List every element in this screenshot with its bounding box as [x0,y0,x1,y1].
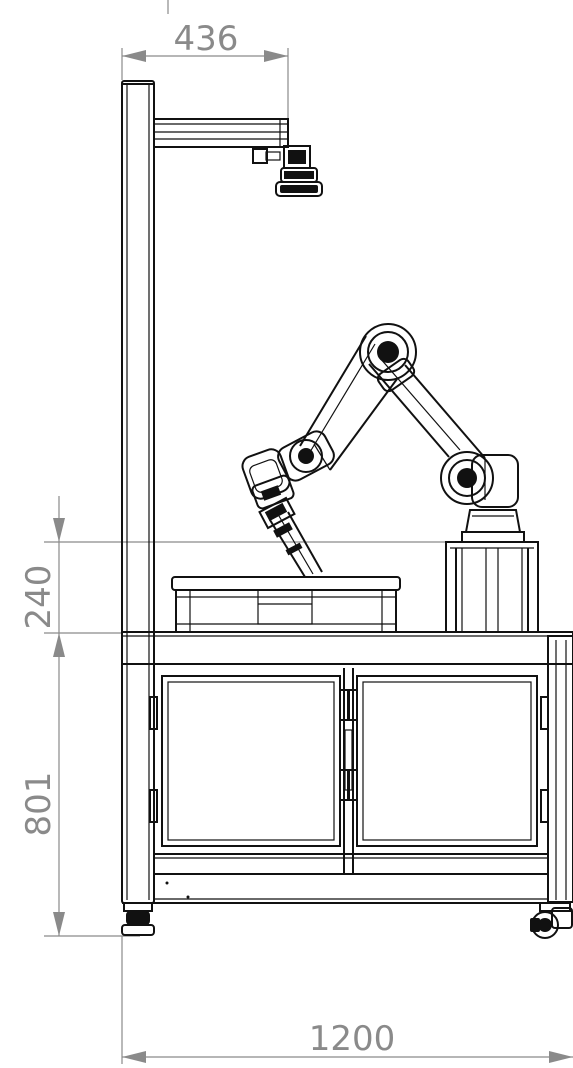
end-effector [258,496,323,578]
wrist-joint-1 [277,430,335,482]
dimension-240: 240 [19,496,450,657]
shoulder-joint [440,451,519,508]
dimension-801-label: 801 [19,772,59,837]
dimension-801: 801 [19,633,140,937]
elbow-joint [359,323,417,393]
cabinet-door-left [149,675,341,847]
cabinet-center-hinge [339,668,358,874]
robot-pedestal [445,541,539,633]
overhead-camera [252,145,323,197]
caster-left [121,902,155,936]
cabinet [122,635,573,904]
dimension-1200: 1200 [121,936,573,1064]
table-top [121,631,573,903]
parts-tray [171,576,401,633]
vertical-column [121,80,155,904]
robot-arm [241,323,525,578]
dimension-436: 436 [121,0,289,118]
caster-right [530,902,573,939]
dimension-436-label: 436 [174,19,239,59]
cabinet-door-right [356,675,549,847]
dimension-1200-label: 1200 [309,1019,396,1059]
dimension-240-label: 240 [19,565,59,630]
overhead-camera-arm [153,118,289,148]
